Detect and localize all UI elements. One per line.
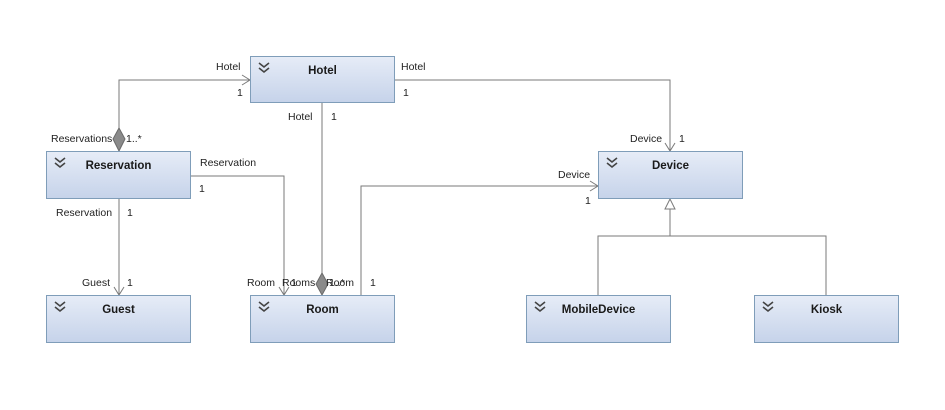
class-room[interactable]: Room	[250, 295, 395, 343]
chevron-double-down-icon[interactable]	[533, 300, 547, 314]
label-reservations-role: Reservations	[51, 133, 112, 145]
class-reservation[interactable]: Reservation	[46, 151, 191, 199]
label-device-left-mult: 1	[585, 195, 591, 207]
class-mobiledevice-title: MobileDevice	[561, 304, 636, 316]
label-room-role-left: Room	[247, 277, 275, 289]
connector-generalization-mobiledevice[interactable]	[597, 235, 827, 295]
class-device-title: Device	[651, 160, 690, 172]
label-hotel-right-mult: 1	[403, 87, 409, 99]
class-room-title: Room	[306, 304, 339, 316]
label-reservation-right-role: Reservation	[200, 157, 256, 169]
connector-room-device[interactable]	[360, 185, 598, 295]
chevron-double-down-icon[interactable]	[257, 61, 271, 75]
chevron-double-down-icon[interactable]	[761, 300, 775, 314]
label-hotel-down-role: Hotel	[288, 111, 313, 123]
label-hotel-left-mult: 1	[237, 87, 243, 99]
class-reservation-title: Reservation	[85, 160, 152, 172]
label-room-right-mult: 1	[370, 277, 376, 289]
label-hotel-left-role: Hotel	[216, 61, 241, 73]
chevron-double-down-icon[interactable]	[53, 300, 67, 314]
label-room-overlap-mult2: 1..*	[329, 277, 345, 289]
class-hotel[interactable]: Hotel	[250, 56, 395, 103]
label-guest-mult: 1	[127, 277, 133, 289]
chevron-double-down-icon[interactable]	[257, 300, 271, 314]
class-guest[interactable]: Guest	[46, 295, 191, 343]
class-hotel-title: Hotel	[308, 65, 337, 77]
connector-hotel-reservation[interactable]	[118, 79, 250, 128]
label-guest-role: Guest	[82, 277, 110, 289]
chevron-double-down-icon[interactable]	[53, 156, 67, 170]
connector-reservation-room[interactable]	[190, 175, 285, 295]
label-hotel-down-mult: 1	[331, 111, 337, 123]
label-device-top-mult: 1	[679, 133, 685, 145]
chevron-double-down-icon[interactable]	[605, 156, 619, 170]
class-kiosk[interactable]: Kiosk	[754, 295, 899, 343]
class-mobiledevice[interactable]: MobileDevice	[526, 295, 671, 343]
label-room-overlap-mult1: 1	[291, 277, 297, 289]
label-room-overlap-room: Room	[326, 277, 354, 289]
connector-hotel-device[interactable]	[394, 79, 671, 151]
class-guest-title: Guest	[102, 304, 135, 316]
generalization-triangle-icon	[664, 197, 676, 210]
class-device[interactable]: Device	[598, 151, 743, 199]
label-reservation-right-mult: 1	[199, 183, 205, 195]
label-device-top-role: Device	[630, 133, 662, 145]
class-kiosk-title: Kiosk	[810, 304, 843, 316]
label-reservation-down-mult: 1	[127, 207, 133, 219]
label-reservations-mult: 1..*	[126, 133, 142, 145]
label-reservation-down-role: Reservation	[56, 207, 112, 219]
label-room-overlap-rooms: Rooms	[282, 277, 315, 289]
composition-diamond-icon-reservation	[112, 126, 126, 153]
label-device-left-role: Device	[558, 169, 590, 181]
label-hotel-right-role: Hotel	[401, 61, 426, 73]
